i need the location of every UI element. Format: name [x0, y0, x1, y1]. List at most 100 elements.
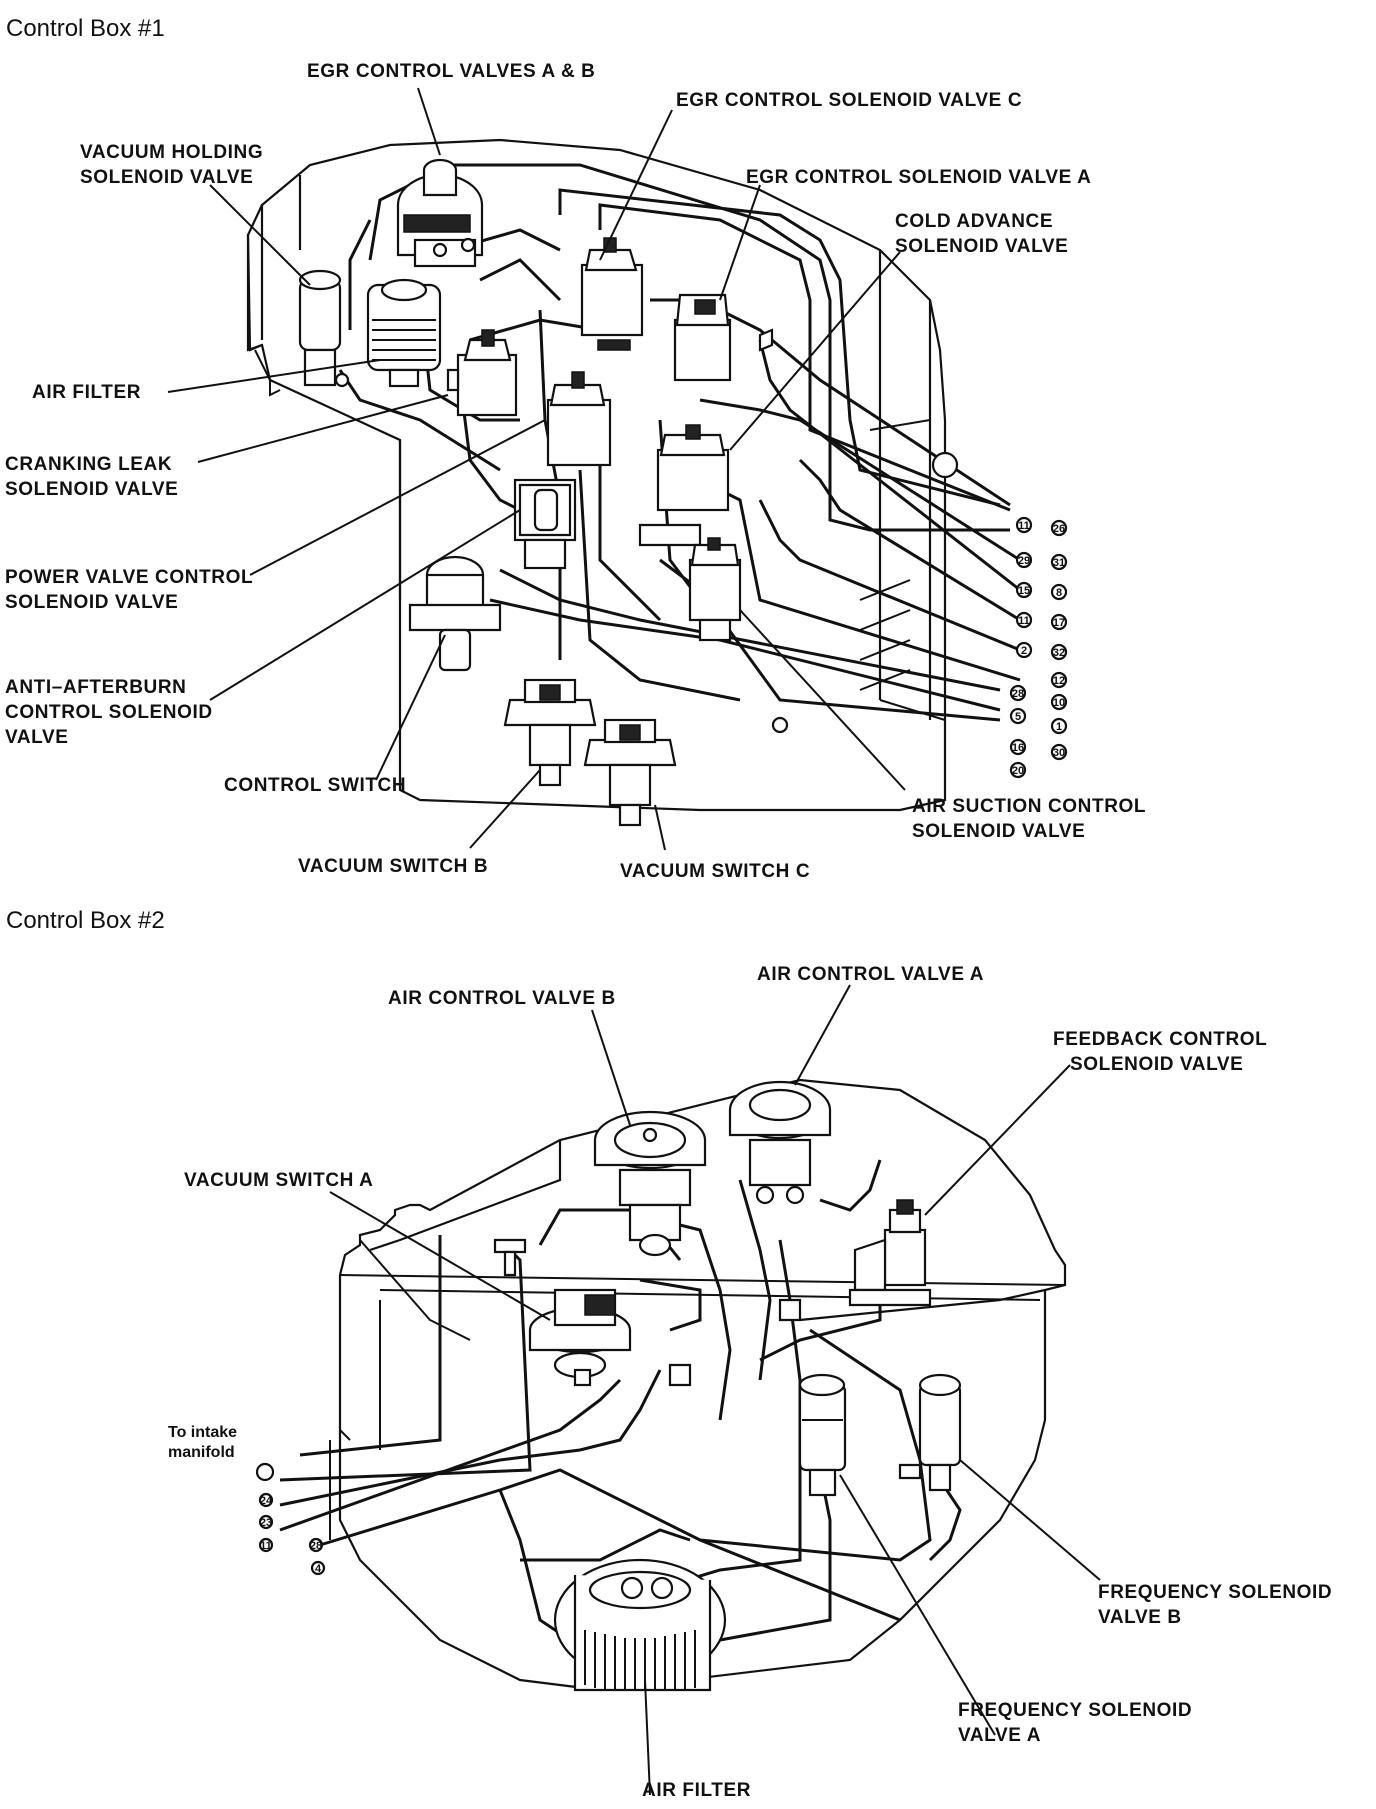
- cold-advance-solenoid-valve: [638, 424, 730, 547]
- label-cold-advance-1: COLD ADVANCE: [895, 211, 1053, 232]
- label-feedback-control-2: SOLENOID VALVE: [1070, 1054, 1243, 1075]
- hose-number: 11: [1015, 516, 1033, 534]
- svg-text:4: 4: [315, 1563, 322, 1575]
- label-vacuum-switch-b: VACUUM SWITCH B: [298, 856, 488, 877]
- svg-text:15: 15: [1018, 585, 1030, 597]
- svg-text:31: 31: [1053, 557, 1065, 569]
- svg-text:10: 10: [1053, 697, 1065, 709]
- anti-afterburn-control-solenoid-valve: [513, 478, 577, 570]
- label-vacuum-holding-1: VACUUM HOLDING: [80, 142, 263, 163]
- svg-text:28: 28: [1012, 688, 1024, 700]
- box2-labels: AIR CONTROL VALVE A AIR CONTROL VALVE B …: [168, 964, 1332, 1801]
- label-air-control-valve-a: AIR CONTROL VALVE A: [757, 964, 984, 985]
- svg-text:2: 2: [1021, 645, 1027, 657]
- box2-outline: [329, 1078, 1067, 1692]
- label-frequency-a-2: VALVE A: [958, 1725, 1041, 1746]
- egr-control-solenoid-valve-c: [580, 237, 644, 351]
- svg-text:29: 29: [1018, 555, 1030, 567]
- label-vacuum-holding-2: SOLENOID VALVE: [80, 167, 253, 188]
- label-anti-afterburn-2: CONTROL SOLENOID: [5, 702, 213, 723]
- hose-number: 11: [258, 1537, 274, 1553]
- air-filter-box1: [366, 278, 442, 388]
- control-switch: [408, 555, 502, 672]
- hose-number: 24: [258, 1492, 274, 1508]
- hose-number: 20: [1009, 761, 1027, 779]
- svg-text:5: 5: [1015, 711, 1021, 723]
- label-egr-control-valves-ab: EGR CONTROL VALVES A & B: [307, 61, 596, 82]
- svg-text:11: 11: [1018, 520, 1030, 532]
- label-frequency-b-2: VALVE B: [1098, 1607, 1182, 1628]
- hose-number: 1: [1050, 717, 1068, 735]
- hose-number: 26: [1050, 519, 1068, 537]
- box2-title: Control Box #2: [6, 907, 165, 934]
- box2-leader-lines: [329, 984, 1101, 1796]
- label-air-suction-2: SOLENOID VALVE: [912, 821, 1085, 842]
- hose-number: 23: [258, 1514, 274, 1530]
- label-vacuum-switch-a: VACUUM SWITCH A: [184, 1170, 373, 1191]
- label-to-intake-2: manifold: [168, 1444, 235, 1461]
- box1-hoses: [338, 163, 1021, 722]
- box1-hose-numbers: 11 26 29 31 15 8 11 17 2 32 12 28 10 5 1…: [1009, 516, 1068, 779]
- box2-tee-fittings: [493, 1238, 802, 1387]
- label-frequency-a-1: FREQUENCY SOLENOID: [958, 1700, 1192, 1721]
- label-cold-advance-2: SOLENOID VALVE: [895, 236, 1068, 257]
- label-anti-afterburn-1: ANTI–AFTERBURN: [5, 677, 187, 698]
- egr-control-solenoid-valve-a: [673, 293, 774, 382]
- vacuum-switch-c: [583, 718, 677, 827]
- box1-tee-fitting: [771, 716, 789, 734]
- label-anti-afterburn-3: VALVE: [5, 727, 69, 748]
- svg-text:17: 17: [1053, 617, 1065, 629]
- hose-number: 17: [1050, 613, 1068, 631]
- hose-number: 2: [1015, 641, 1033, 659]
- hose-number: 8: [1050, 583, 1068, 601]
- label-vacuum-switch-c: VACUUM SWITCH C: [620, 861, 810, 882]
- svg-text:16: 16: [1012, 742, 1024, 754]
- label-air-filter-box2: AIR FILTER: [642, 1780, 751, 1801]
- air-control-valve-a: [728, 1080, 832, 1205]
- control-box-2: Control Box #2: [6, 907, 1332, 1801]
- hose-number: 29: [1015, 551, 1033, 569]
- label-control-switch: CONTROL SWITCH: [224, 775, 406, 796]
- label-egr-control-solenoid-valve-c: EGR CONTROL SOLENOID VALVE C: [676, 90, 1022, 111]
- svg-text:30: 30: [1053, 747, 1065, 759]
- svg-text:32: 32: [1053, 647, 1065, 659]
- label-cranking-leak-1: CRANKING LEAK: [5, 454, 172, 475]
- box1-title: Control Box #1: [6, 15, 165, 42]
- box1-grommet: [931, 451, 959, 479]
- hose-number: 10: [1050, 693, 1068, 711]
- label-power-valve-1: POWER VALVE CONTROL: [5, 567, 253, 588]
- frequency-solenoid-valve-b: [898, 1373, 962, 1492]
- label-air-suction-1: AIR SUCTION CONTROL: [912, 796, 1146, 817]
- hose-number: 4: [310, 1560, 326, 1576]
- hose-number: 28: [1009, 684, 1027, 702]
- frequency-solenoid-valve-a: [798, 1373, 847, 1497]
- label-feedback-control-1: FEEDBACK CONTROL: [1053, 1029, 1267, 1050]
- box2-hose-numbers: 24 23 28 11 4: [255, 1462, 326, 1576]
- label-cranking-leak-2: SOLENOID VALVE: [5, 479, 178, 500]
- air-suction-control-solenoid-valve: [688, 537, 742, 642]
- box1-labels: EGR CONTROL VALVES A & B EGR CONTROL SOL…: [5, 61, 1146, 882]
- svg-text:28: 28: [310, 1540, 322, 1552]
- label-air-control-valve-b: AIR CONTROL VALVE B: [388, 988, 616, 1009]
- air-control-valve-b: [593, 1110, 707, 1257]
- vacuum-switch-b: [503, 678, 597, 787]
- vacuum-holding-solenoid-valve: [298, 269, 350, 388]
- label-air-filter-box1: AIR FILTER: [32, 382, 141, 403]
- svg-text:11: 11: [1018, 615, 1030, 627]
- box1-outline: [246, 138, 947, 812]
- box1-leader-lines: [167, 87, 906, 851]
- label-frequency-b-1: FREQUENCY SOLENOID: [1098, 1582, 1332, 1603]
- label-to-intake-1: To intake: [168, 1424, 237, 1441]
- hose-number: 5: [1009, 707, 1027, 725]
- air-filter-box2: [553, 1558, 727, 1692]
- svg-text:12: 12: [1053, 675, 1065, 687]
- hose-number: 30: [1050, 743, 1068, 761]
- hose-number: 11: [1015, 611, 1033, 629]
- hose-number: 31: [1050, 553, 1068, 571]
- svg-text:24: 24: [260, 1495, 273, 1507]
- label-power-valve-2: SOLENOID VALVE: [5, 592, 178, 613]
- svg-text:23: 23: [260, 1517, 272, 1529]
- hose-number: 15: [1015, 581, 1033, 599]
- svg-text:26: 26: [1053, 523, 1065, 535]
